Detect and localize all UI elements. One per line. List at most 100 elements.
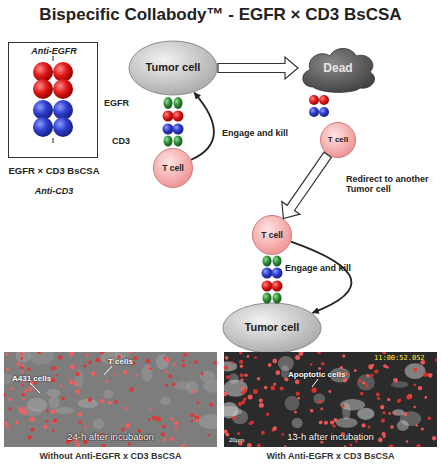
t-cell-dot [245,374,248,377]
bscsa-molecule [53,100,73,120]
bscsa-molecule [53,117,73,137]
t-cell-shape [321,123,356,158]
free-molecule [309,107,319,117]
cell-blob [49,396,60,409]
tumor-cell: Tumor cell [128,40,218,96]
cell-blob [77,399,98,408]
dead-cell-cloud: Dead [298,42,378,94]
t-cell-dot [413,384,416,387]
t-cell-dot [114,374,116,376]
t-cell-dot [156,417,161,422]
cell-blob [400,411,422,426]
t-cell-dot [295,355,300,360]
photo-annotation: 24-h after incubation [4,431,217,442]
t-cell-dot [76,443,81,447]
t-cell-dot [247,355,250,358]
t-cell-shape [154,149,193,188]
bscsa-molecule [33,117,53,137]
photo-annotation: Without Anti-EGFR x CD3 BsCSA [0,451,221,461]
t-cell-dot [253,389,258,394]
edge-label: Redirect to another Tumor cell [346,174,434,195]
t-cell-dot [61,397,64,400]
t-cell-dot [181,444,186,447]
t-cell-dot [264,386,268,390]
t-cell-dot [377,397,380,400]
t-cell-dot [273,383,276,386]
t-cell-dot [298,397,301,400]
t-cell-dot [128,442,131,445]
t-cell-dot [16,362,20,366]
t-cell-dot [366,374,369,377]
t-cell-dot [416,444,421,447]
t-cell-dot [239,360,243,364]
t-cell-dot [163,438,167,442]
t-cell-dot [165,357,170,362]
t-cell-dot [23,406,26,409]
t-cell-dot [362,423,366,427]
cell-blob [142,364,153,382]
cell-blob [281,365,289,379]
t-cell-dot [398,399,402,403]
t-cell-dot [310,363,312,365]
t-cell-dot [389,445,393,447]
bound-molecule [163,124,174,135]
t-cell-dot [350,444,353,447]
t-cell-dot [393,378,398,383]
edge-label: Engage and kill [285,263,351,273]
t-cell-dot [237,432,240,435]
t-cell-dot [261,431,265,435]
bound-molecule [263,293,272,304]
cell-blob [47,389,61,397]
t-cell-dot [75,372,79,376]
t-cell-dot [225,433,229,437]
bscsa-molecule [33,79,53,99]
cell-blob [93,418,104,429]
cell-blob [203,380,217,393]
t-cell-dot [259,403,264,408]
photo-pointer [30,366,318,393]
t-cell-dot [248,394,253,399]
t-cell-dot [196,401,199,404]
t-cell-dot [128,352,131,354]
t-cell-dot [241,392,244,395]
t-cell-dot [225,356,229,360]
free-molecule [309,95,329,117]
bound-molecule [174,136,183,147]
t-cell-dot [213,361,217,365]
t-cell-dot [318,367,321,370]
t-cell-dot [330,421,334,425]
t-cell-dot [404,412,408,416]
bound-molecule [163,111,174,122]
t-cell-dot [129,387,134,392]
t-cell-dot [432,436,436,440]
bound-molecule [173,124,184,135]
t-cell-dot [328,390,331,393]
photo-annotation: T cells [108,357,133,366]
photo-annotation: With Anti-EGFR x CD3 BsCSA [220,451,441,461]
t-cell-dot [4,393,6,397]
t-cell-dot [312,388,317,393]
t-cell-dot [240,378,243,381]
t-cell-dot [414,368,418,372]
cell-blob [342,402,351,419]
t-cell-dot [354,369,357,372]
t-cell-dot [381,419,385,423]
t-cell-dot [209,403,213,407]
molecule-box: Anti-EGFRAnti-CD3EGFR × CD3 BsCSA [8,42,98,158]
t-cell-dot [342,354,345,357]
t-cell-dot [358,379,362,383]
cell-blob [27,398,48,412]
t-cell-dot [173,363,176,366]
t-cell-dot [20,352,24,356]
t-cell-dot [342,405,345,408]
t-cell-dot [23,398,25,400]
bound-molecule [263,256,272,267]
t-cell-dot [22,384,25,387]
cell-blob [199,414,217,429]
photo-pointer [30,383,40,393]
t-cell-dot [257,444,261,447]
cell-blob [104,390,114,399]
t-cell-dot [311,388,316,393]
node-label: Anti-EGFR [9,46,99,56]
